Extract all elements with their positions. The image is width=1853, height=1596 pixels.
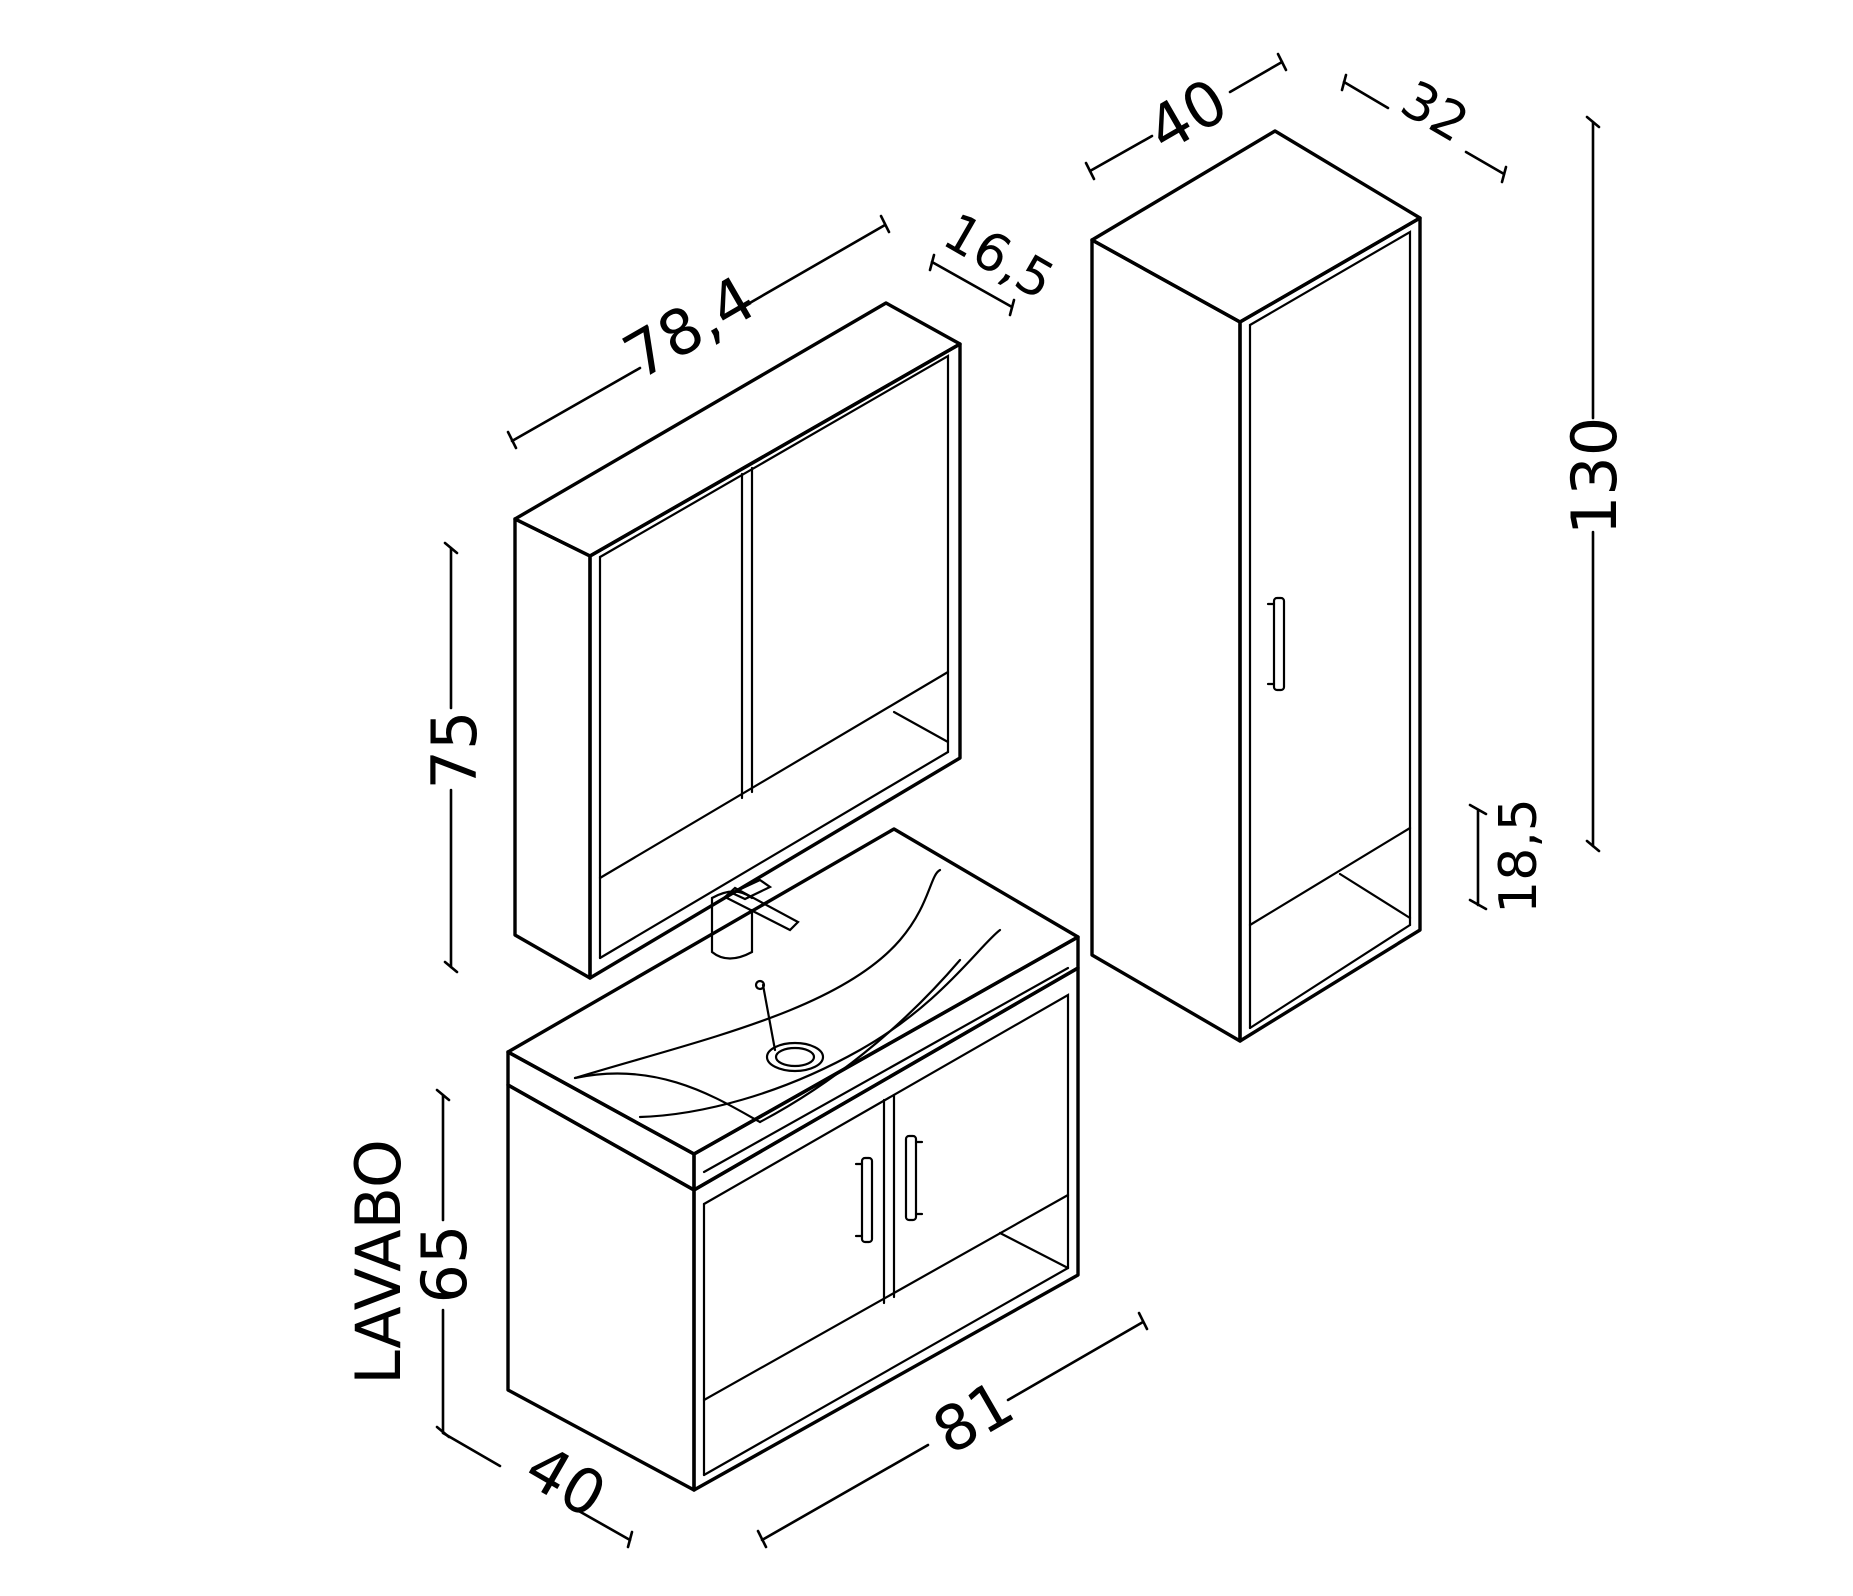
dimension-labels: 78,4 16,5 75 40 32 130 18,5 LAVABO 65 40…	[342, 64, 1631, 1533]
faucet	[710, 878, 800, 960]
mirror-cabinet	[513, 301, 962, 980]
mirror-depth-label: 16,5	[933, 202, 1063, 312]
tall-cabinet-handle	[1266, 596, 1286, 692]
tall-depth-label: 32	[1391, 70, 1478, 155]
tall-cabinet	[1090, 129, 1422, 1043]
sink-depth-label: 40	[513, 1430, 618, 1533]
sink-width-label: 81	[921, 1366, 1026, 1469]
sink-name-label: LAVABO	[342, 1139, 415, 1385]
sink-height-label: 65	[408, 1225, 481, 1304]
mirror-height-label: 75	[418, 711, 491, 790]
tall-shelf-height-label: 18,5	[1489, 798, 1549, 914]
mirror-width-label: 78,4	[611, 261, 767, 393]
sink-door-handle-left	[854, 1156, 874, 1244]
tall-height-label: 130	[1558, 417, 1631, 535]
sink-door-handle-right	[904, 1134, 924, 1222]
dimension-lines	[435, 52, 1601, 1549]
tall-width-label: 40	[1135, 64, 1240, 167]
sink-vanity	[506, 827, 1080, 1492]
